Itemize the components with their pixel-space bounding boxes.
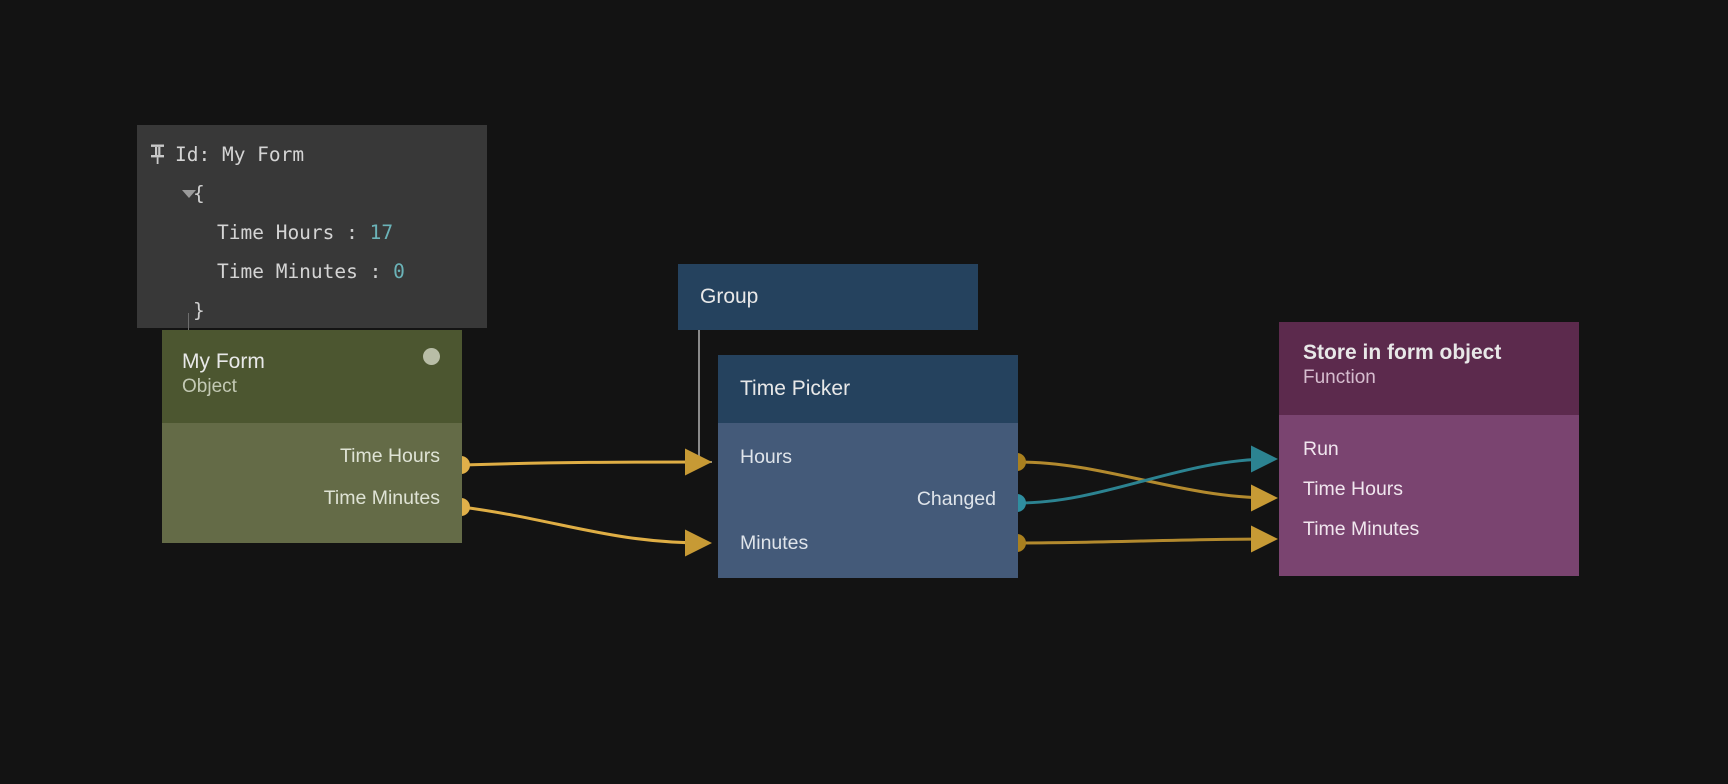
node-group-title: Group: [700, 285, 759, 308]
inspector-row-value: 0: [393, 260, 405, 283]
output-port-changed[interactable]: Changed: [718, 479, 1018, 519]
output-port-label: Time Minutes: [323, 486, 440, 509]
wire-timepicker-hours-to-store-timehours: [1017, 460, 1278, 512]
inspector-row: Time Hours : 17: [149, 213, 473, 252]
node-my-form-title: My Form: [182, 350, 265, 373]
node-my-form[interactable]: My Form Object Time Hours Time Minutes: [162, 330, 462, 543]
node-my-form-subtitle: Object: [182, 376, 237, 397]
node-group-header[interactable]: Group: [678, 264, 978, 330]
collapse-triangle-icon[interactable]: [182, 189, 196, 198]
wire-group-to-timepicker: [698, 330, 712, 463]
node-store-subtitle: Function: [1303, 367, 1376, 388]
inspector-row-separator: :: [346, 221, 358, 244]
input-port-hours[interactable]: Hours: [718, 437, 1018, 477]
inspector-close-brace: }: [193, 299, 205, 322]
inspector-row-separator: :: [369, 260, 382, 283]
input-port-time-minutes[interactable]: Time Minutes: [1303, 509, 1579, 549]
node-store-body: Run Time Hours Time Minutes: [1279, 415, 1579, 576]
pushpin-icon[interactable]: [149, 143, 166, 165]
inspector-popup[interactable]: Id: My Form { Time Hours : 17 Time Minut…: [137, 125, 487, 423]
node-store-title: Store in form object: [1303, 341, 1502, 364]
inspector-id-label: Id: My Form: [175, 143, 305, 166]
input-port-label: Run: [1303, 437, 1339, 460]
node-store-in-form-object[interactable]: Store in form object Function Run Time H…: [1279, 322, 1579, 576]
wire-timepicker-minutes-to-store-timeminutes: [1017, 525, 1278, 553]
wire-timepicker-changed-to-store-run: [1017, 445, 1278, 505]
output-port-time-hours[interactable]: Time Hours: [162, 435, 440, 477]
input-port-label: Time Minutes: [1303, 517, 1420, 540]
node-group[interactable]: Group: [678, 264, 978, 330]
node-time-picker-header[interactable]: Time Picker: [718, 355, 1018, 423]
status-indicator-dot[interactable]: [423, 348, 440, 365]
output-port-time-minutes[interactable]: Time Minutes: [162, 477, 440, 519]
node-my-form-header[interactable]: My Form Object: [162, 330, 462, 423]
inspector-row-key: Time Hours: [217, 221, 335, 244]
node-my-form-body: Time Hours Time Minutes: [162, 423, 462, 543]
input-port-label: Minutes: [740, 531, 809, 554]
node-time-picker-title: Time Picker: [740, 377, 851, 400]
input-port-label: Time Hours: [1303, 477, 1404, 500]
inspector-header: Id: My Form: [149, 135, 473, 174]
inspector-row-value: 17: [369, 221, 394, 244]
inspector-open-brace: {: [193, 182, 205, 205]
wire-myform-hours-to-timepicker-hours: [461, 448, 712, 476]
node-store-header[interactable]: Store in form object Function: [1279, 322, 1579, 415]
output-port-label: Changed: [916, 487, 996, 510]
input-port-minutes[interactable]: Minutes: [718, 523, 1018, 563]
inspector-close-brace-row: }: [149, 291, 473, 330]
inspector-open-brace-row[interactable]: {: [149, 174, 473, 213]
input-port-label: Hours: [740, 445, 793, 468]
node-time-picker-body: Hours Changed Minutes: [718, 423, 1018, 578]
input-port-run[interactable]: Run: [1303, 429, 1579, 469]
inspector-row: Time Minutes : 0: [149, 252, 473, 291]
input-port-time-hours[interactable]: Time Hours: [1303, 469, 1579, 509]
output-port-label: Time Hours: [339, 444, 440, 467]
wire-myform-minutes-to-timepicker-minutes: [461, 505, 712, 557]
node-time-picker[interactable]: Time Picker Hours Changed Minutes: [718, 355, 1018, 578]
inspector-row-key: Time Minutes: [217, 260, 358, 283]
